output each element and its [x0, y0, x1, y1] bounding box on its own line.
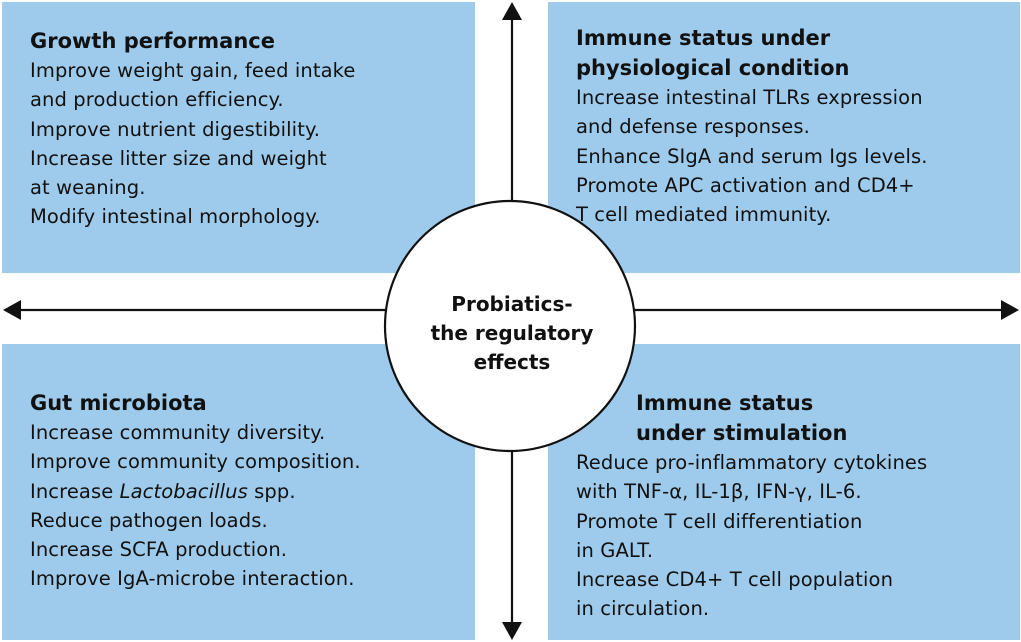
- list-item: Increase litter size and weight at weani…: [30, 146, 327, 200]
- list-item: Reduce pathogen loads.: [30, 508, 268, 532]
- list-item: Reduce pro-inflammatory cytokines with T…: [576, 451, 928, 504]
- arrow-left-icon: [3, 300, 21, 320]
- list-item: Improve IgA-microbe interaction.: [30, 567, 355, 591]
- arrow-down-icon: [502, 622, 522, 640]
- immune-physiological-panel: Immune status under physiological condit…: [548, 2, 1020, 273]
- list-item: Modify intestinal morphology.: [30, 205, 321, 229]
- list-item: Increase intestinal TLRs expression and …: [576, 86, 923, 139]
- list-item: Increase community diversity.: [30, 421, 326, 444]
- arrow-right-icon: [1001, 300, 1019, 320]
- immune-stimulation-list: Reduce pro-inflammatory cytokines with T…: [576, 448, 1020, 624]
- growth-performance-title: Growth performance: [30, 29, 275, 53]
- list-item: Promote T cell differentiation in GALT.: [576, 509, 863, 562]
- immune-stimulation-panel: Immune status under stimulation Reduce p…: [548, 344, 1020, 640]
- list-item: Increase CD4+ T cell population in circu…: [576, 568, 894, 621]
- gut-microbiota-list: Increase community diversity. Improve co…: [30, 418, 475, 594]
- immune-stimulation-title: Immune status under stimulation: [636, 391, 848, 445]
- gut-microbiota-title: Gut microbiota: [30, 391, 207, 415]
- list-item: Increase SCFA production.: [30, 538, 288, 562]
- gut-microbiota-panel: Gut microbiota Increase community divers…: [2, 344, 475, 640]
- list-item: Improve nutrient digestibility.: [30, 117, 321, 141]
- growth-performance-list: Improve weight gain, feed intake and pro…: [30, 56, 475, 232]
- list-item: Improve community composition.: [30, 450, 361, 474]
- center-label: Probiatics- the regulatory effects: [430, 292, 594, 374]
- list-item: Improve weight gain, feed intake and pro…: [30, 59, 356, 112]
- list-item: Increase Lactobacillus spp.: [30, 479, 296, 503]
- arrow-up-icon: [502, 2, 522, 20]
- growth-performance-panel: Growth performance Improve weight gain, …: [2, 2, 475, 273]
- list-item: Promote APC activation and CD4+ T cell m…: [576, 173, 915, 227]
- list-item: Enhance SIgA and serum Igs levels.: [576, 144, 928, 168]
- immune-physiological-title: Immune status under physiological condit…: [576, 26, 850, 80]
- center-circle: [383, 199, 637, 453]
- immune-physiological-list: Increase intestinal TLRs expression and …: [576, 83, 1020, 229]
